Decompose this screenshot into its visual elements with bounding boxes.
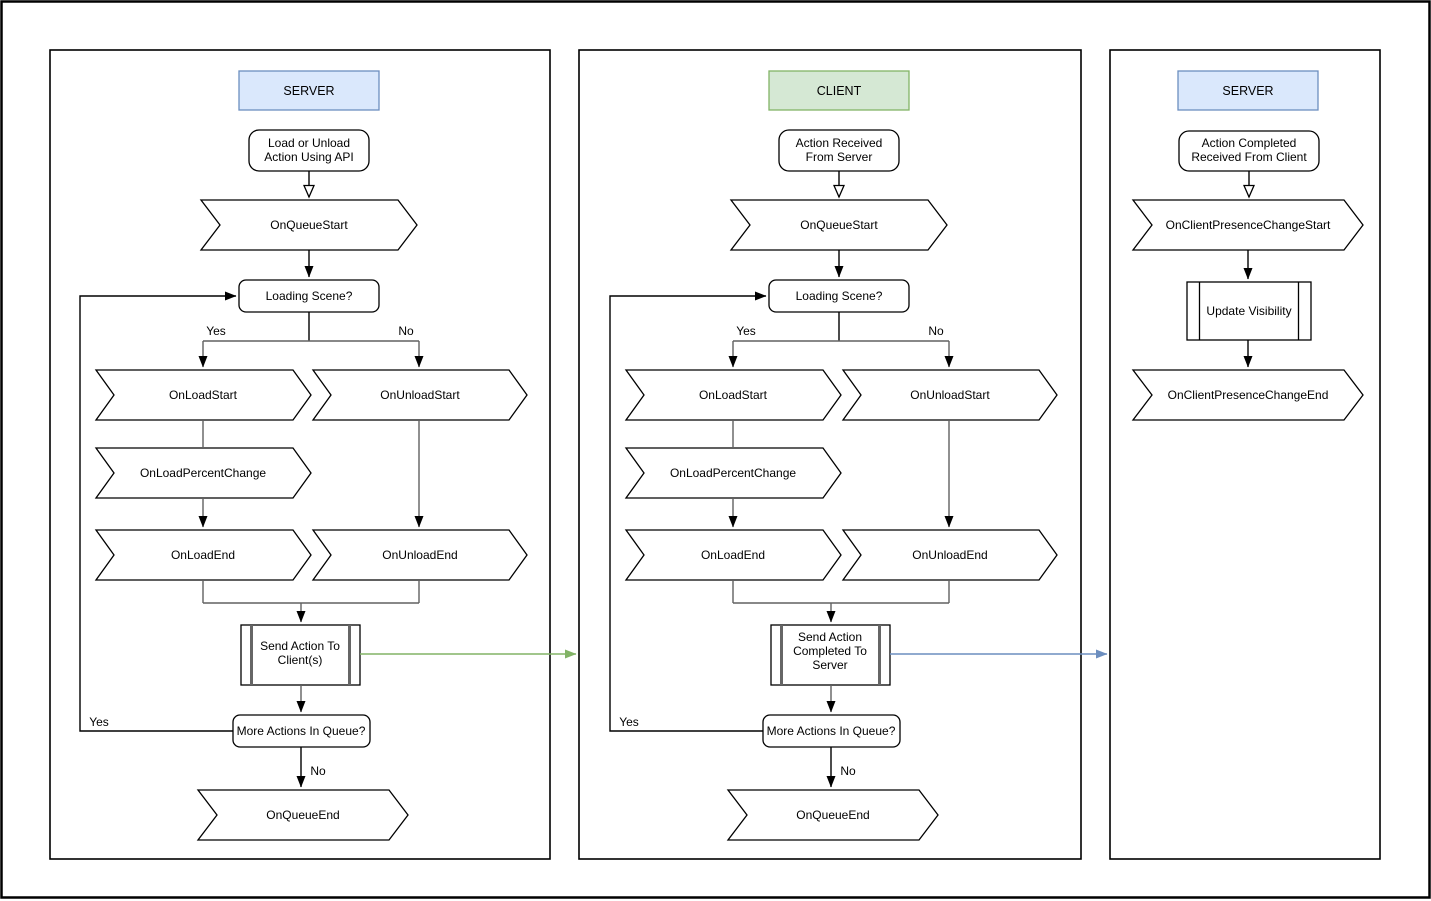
node-load-or-unload-action: Load or Unload Action Using API bbox=[248, 129, 370, 172]
svg-text:From Server: From Server bbox=[806, 150, 873, 164]
node-more-actions-in-queue-client: More Actions In Queue? bbox=[762, 714, 901, 748]
node-onloadend-client: OnLoadEnd bbox=[624, 529, 842, 581]
edge-label-no-server: No bbox=[398, 324, 414, 338]
svg-text:OnLoadEnd: OnLoadEnd bbox=[701, 548, 765, 562]
header-client-label: CLIENT bbox=[817, 84, 862, 98]
node-onunloadend-server: OnUnloadEnd bbox=[311, 529, 528, 581]
svg-text:Received From Client: Received From Client bbox=[1191, 150, 1307, 164]
svg-text:Send Action: Send Action bbox=[798, 630, 862, 644]
svg-text:OnQueueStart: OnQueueStart bbox=[270, 218, 348, 232]
node-onunloadstart-client: OnUnloadStart bbox=[841, 369, 1058, 421]
connector-loop-yes-server bbox=[79, 291, 237, 732]
svg-text:OnClientPresenceChangeStart: OnClientPresenceChangeStart bbox=[1166, 218, 1331, 232]
node-onqueueend-client: OnQueueEnd bbox=[726, 789, 939, 841]
svg-text:OnUnloadEnd: OnUnloadEnd bbox=[382, 548, 457, 562]
header-server-left-label: SERVER bbox=[283, 84, 334, 98]
header-client-box bbox=[768, 70, 910, 111]
svg-text:More Actions In Queue?: More Actions In Queue? bbox=[237, 724, 366, 738]
edge-label-yes-server: Yes bbox=[206, 324, 226, 338]
edge-label-yes-client: Yes bbox=[736, 324, 756, 338]
svg-text:OnLoadStart: OnLoadStart bbox=[169, 388, 238, 402]
svg-text:OnQueueEnd: OnQueueEnd bbox=[266, 808, 339, 822]
node-send-action-to-clients: Send Action To Client(s) bbox=[240, 624, 361, 686]
connector-loop-yes-client bbox=[609, 291, 767, 732]
node-loading-scene-server: Loading Scene? bbox=[238, 279, 380, 313]
node-send-action-completed-to-server: Send Action Completed To Server bbox=[770, 624, 891, 686]
node-onclientpresencechangeend: OnClientPresenceChangeEnd bbox=[1131, 369, 1364, 421]
node-onqueuestart-server: OnQueueStart bbox=[199, 199, 418, 251]
node-loading-scene-client: Loading Scene? bbox=[768, 279, 910, 313]
svg-text:OnClientPresenceChangeEnd: OnClientPresenceChangeEnd bbox=[1168, 388, 1329, 402]
svg-text:OnLoadPercentChange: OnLoadPercentChange bbox=[140, 466, 266, 480]
predefined-process-bars bbox=[780, 625, 881, 685]
svg-text:OnUnloadStart: OnUnloadStart bbox=[910, 388, 990, 402]
connector-merge-client bbox=[732, 580, 950, 604]
header-server-right: SERVER bbox=[1177, 70, 1319, 111]
svg-text:OnLoadStart: OnLoadStart bbox=[699, 388, 768, 402]
edge-label-queue-no-server: No bbox=[310, 764, 326, 778]
edge-label-no-client: No bbox=[928, 324, 944, 338]
node-onunloadend-client: OnUnloadEnd bbox=[841, 529, 1058, 581]
header-server-left-box bbox=[238, 70, 380, 111]
predefined-process-bars bbox=[250, 625, 351, 685]
node-onclientpresencechangestart: OnClientPresenceChangeStart bbox=[1131, 199, 1364, 251]
svg-text:OnQueueEnd: OnQueueEnd bbox=[796, 808, 869, 822]
node-onunloadstart-server: OnUnloadStart bbox=[311, 369, 528, 421]
edge-label-loop-yes-client: Yes bbox=[619, 715, 639, 729]
node-onloadstart-server: OnLoadStart bbox=[94, 369, 312, 421]
header-server-right-label: SERVER bbox=[1222, 84, 1273, 98]
node-onqueuestart-client: OnQueueStart bbox=[729, 199, 948, 251]
svg-text:Load or Unload: Load or Unload bbox=[268, 136, 350, 150]
connector-merge-server bbox=[202, 580, 420, 604]
svg-text:Completed To: Completed To bbox=[793, 644, 867, 658]
edge-label-loop-yes-server: Yes bbox=[89, 715, 109, 729]
node-action-received-from-server: Action Received From Server bbox=[778, 129, 900, 172]
node-onloadpercentchange-client: OnLoadPercentChange bbox=[624, 447, 842, 499]
svg-text:OnLoadPercentChange: OnLoadPercentChange bbox=[670, 466, 796, 480]
svg-text:OnUnloadStart: OnUnloadStart bbox=[380, 388, 460, 402]
node-onqueueend-server: OnQueueEnd bbox=[196, 789, 409, 841]
node-onloadpercentchange-server: OnLoadPercentChange bbox=[94, 447, 312, 499]
svg-text:Server: Server bbox=[812, 658, 847, 672]
svg-text:OnUnloadEnd: OnUnloadEnd bbox=[912, 548, 987, 562]
node-onloadend-server: OnLoadEnd bbox=[94, 529, 312, 581]
svg-text:Loading Scene?: Loading Scene? bbox=[796, 289, 883, 303]
header-server-left: SERVER bbox=[238, 70, 380, 111]
predefined-process-bars bbox=[1198, 282, 1300, 340]
edge-label-queue-no-client: No bbox=[840, 764, 856, 778]
svg-text:OnLoadEnd: OnLoadEnd bbox=[171, 548, 235, 562]
node-onloadstart-client: OnLoadStart bbox=[624, 369, 842, 421]
svg-text:Send Action To: Send Action To bbox=[260, 639, 340, 653]
node-more-actions-in-queue-server: More Actions In Queue? bbox=[232, 714, 371, 748]
header-client: CLIENT bbox=[768, 70, 910, 111]
node-action-completed-received-from-client: Action Completed Received From Client bbox=[1178, 130, 1320, 172]
svg-text:Action Completed: Action Completed bbox=[1202, 136, 1297, 150]
svg-text:OnQueueStart: OnQueueStart bbox=[800, 218, 878, 232]
panel-server-right bbox=[1109, 49, 1381, 860]
svg-text:Action Received: Action Received bbox=[796, 136, 883, 150]
svg-text:Loading Scene?: Loading Scene? bbox=[266, 289, 353, 303]
node-update-visibility: Update Visibility bbox=[1186, 281, 1312, 341]
svg-text:Action Using API: Action Using API bbox=[264, 150, 353, 164]
svg-text:Client(s): Client(s) bbox=[278, 653, 323, 667]
header-server-right-box bbox=[1177, 70, 1319, 111]
svg-text:Update Visibility: Update Visibility bbox=[1206, 304, 1291, 318]
svg-text:More Actions In Queue?: More Actions In Queue? bbox=[767, 724, 896, 738]
